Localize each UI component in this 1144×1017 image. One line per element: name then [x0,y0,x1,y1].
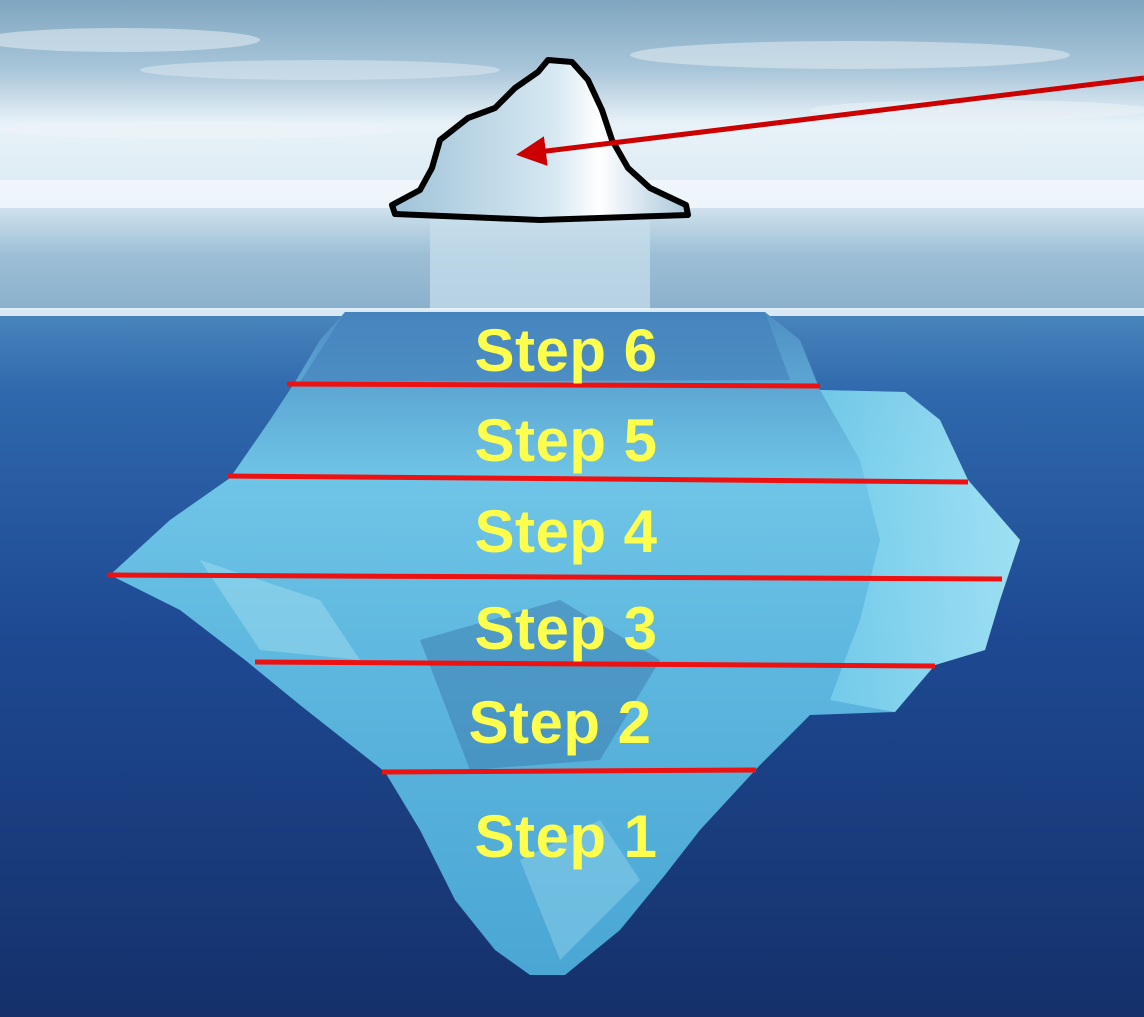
step-2-label: Step 2 [468,689,651,756]
step-4-label: Step 4 [474,498,657,565]
tip-reflection [430,215,650,310]
divider-2-1 [382,770,756,772]
step-1-label: Step 1 [474,803,657,870]
step-6-label: Step 6 [474,317,657,384]
step-3-label: Step 3 [474,595,657,662]
step-5-label: Step 5 [474,407,657,474]
divider-6-5 [287,384,820,386]
